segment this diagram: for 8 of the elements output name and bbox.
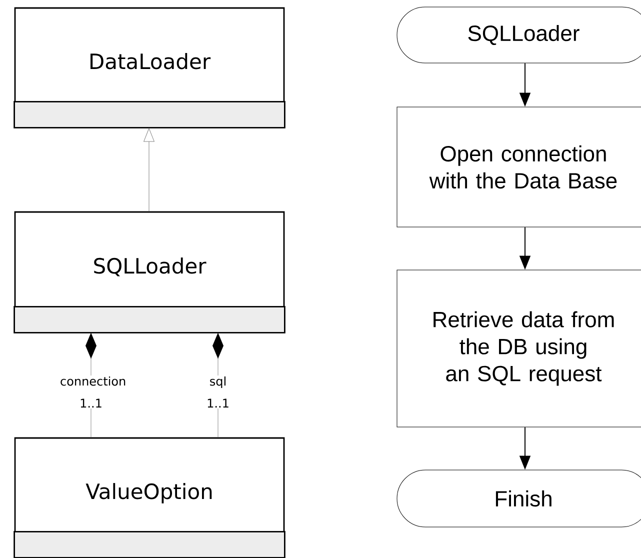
- connector-arrow: [144, 128, 154, 212]
- process-box: Open connection with the Data Base: [396, 106, 641, 228]
- class-box: SQLLoader: [14, 211, 286, 334]
- class-box: ValueOption: [14, 437, 286, 558]
- class-box: DataLoader: [14, 7, 286, 128]
- edge-label: sql 1..1: [204, 375, 232, 409]
- process-box: Retrieve data from the DB using an SQL request: [396, 270, 641, 428]
- edge-label: connection 1..1: [59, 375, 126, 409]
